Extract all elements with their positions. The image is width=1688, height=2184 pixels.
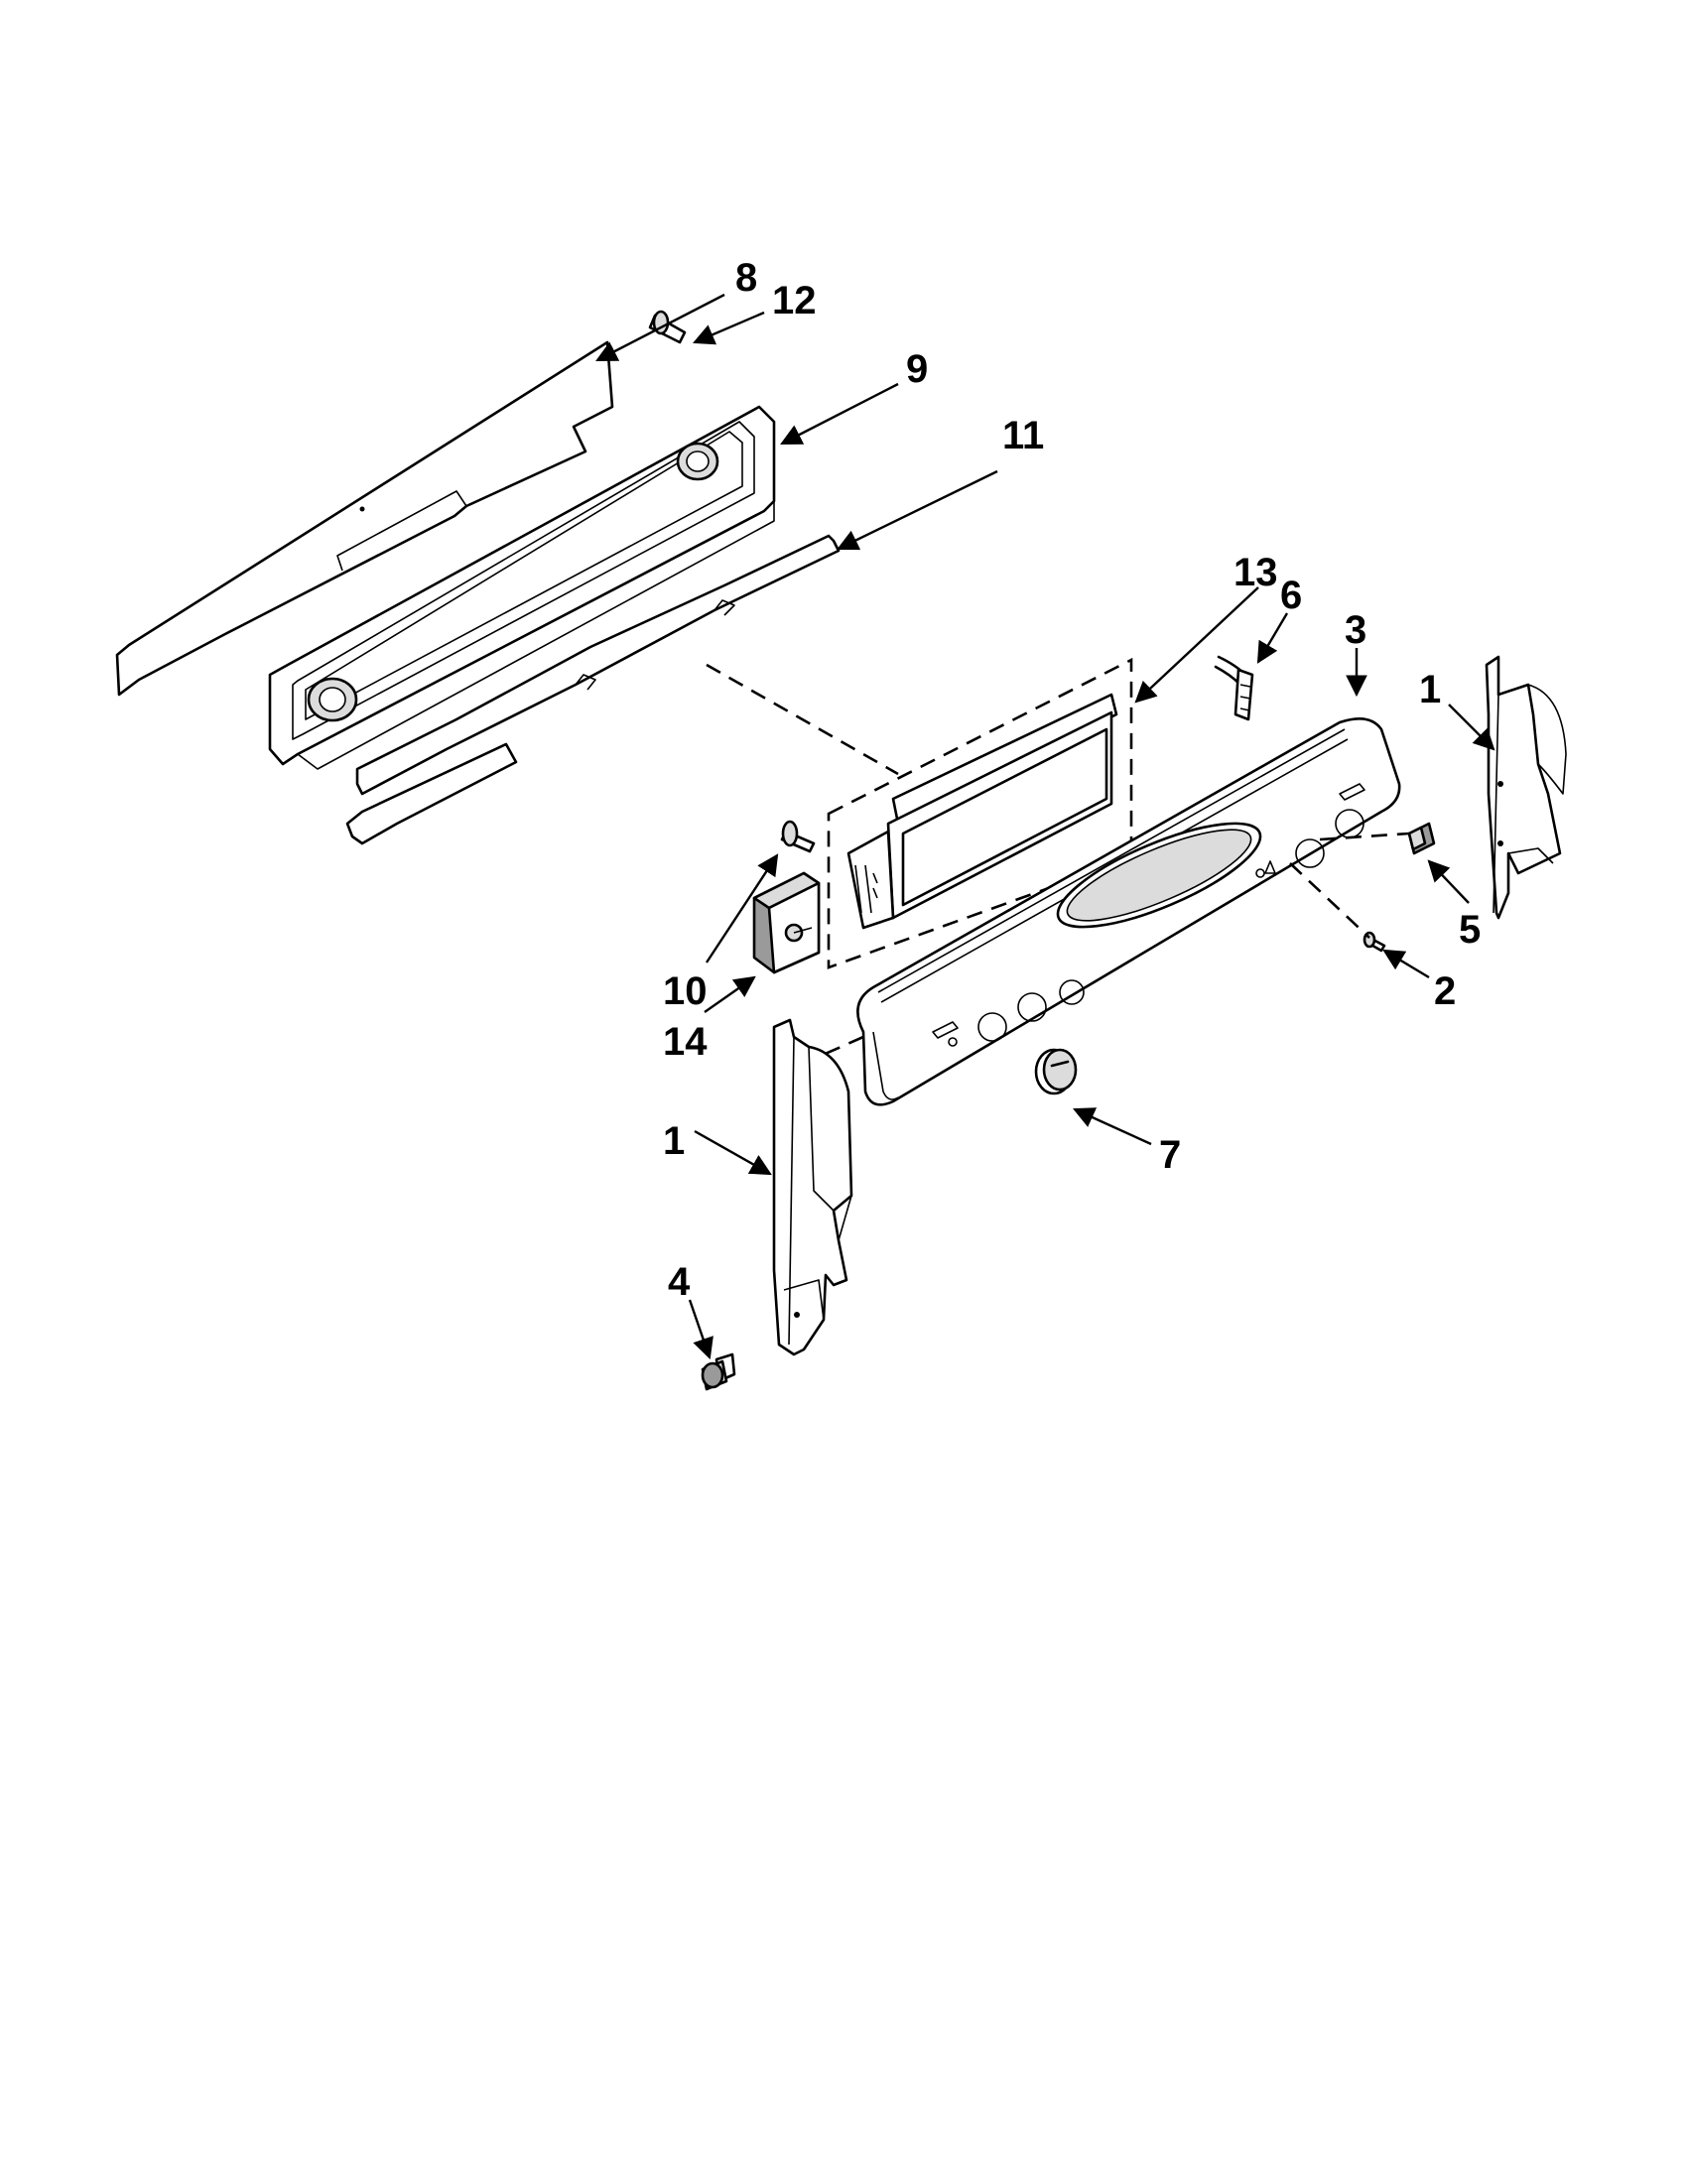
part-9-backguard-frame: [268, 405, 776, 770]
part-14-infinite-switch: [752, 871, 821, 974]
part-1-end-cap-left: [772, 1018, 853, 1356]
part-4-screw: [701, 1352, 736, 1391]
callout-1-right: 1: [1419, 668, 1441, 711]
callout-1-left: 1: [663, 1119, 685, 1163]
callout-labels: 8 12 9 11 13 6 3 1 5 2 10 14 1 7 4: [663, 256, 1481, 1304]
callout-4: 4: [668, 1260, 691, 1304]
part-1-end-cap-right: [1485, 655, 1567, 920]
part-8-rear-shield: [115, 340, 614, 697]
part-10-screw: [780, 820, 816, 853]
callout-3: 3: [1345, 608, 1366, 652]
callout-6: 6: [1280, 574, 1302, 617]
callout-7: 7: [1159, 1133, 1181, 1177]
part-3-control-panel: [856, 716, 1401, 1106]
callout-12: 12: [772, 279, 817, 322]
callout-10: 10: [663, 969, 708, 1013]
callout-5: 5: [1459, 908, 1481, 952]
callout-2: 2: [1434, 969, 1456, 1013]
part-7-knob: [1034, 1048, 1078, 1095]
callout-9: 9: [906, 347, 928, 391]
leader-lines: [595, 293, 1495, 1360]
part-11-trim-strip: [345, 534, 841, 845]
callout-11: 11: [1002, 414, 1044, 457]
callout-14: 14: [663, 1020, 708, 1064]
part-6-wire-harness: [1214, 655, 1254, 721]
callout-13: 13: [1234, 551, 1278, 594]
callout-8: 8: [735, 256, 757, 300]
part-5-switch: [1407, 822, 1436, 855]
part-13-control-board: [827, 657, 1133, 969]
part-12-screw: [648, 310, 687, 344]
